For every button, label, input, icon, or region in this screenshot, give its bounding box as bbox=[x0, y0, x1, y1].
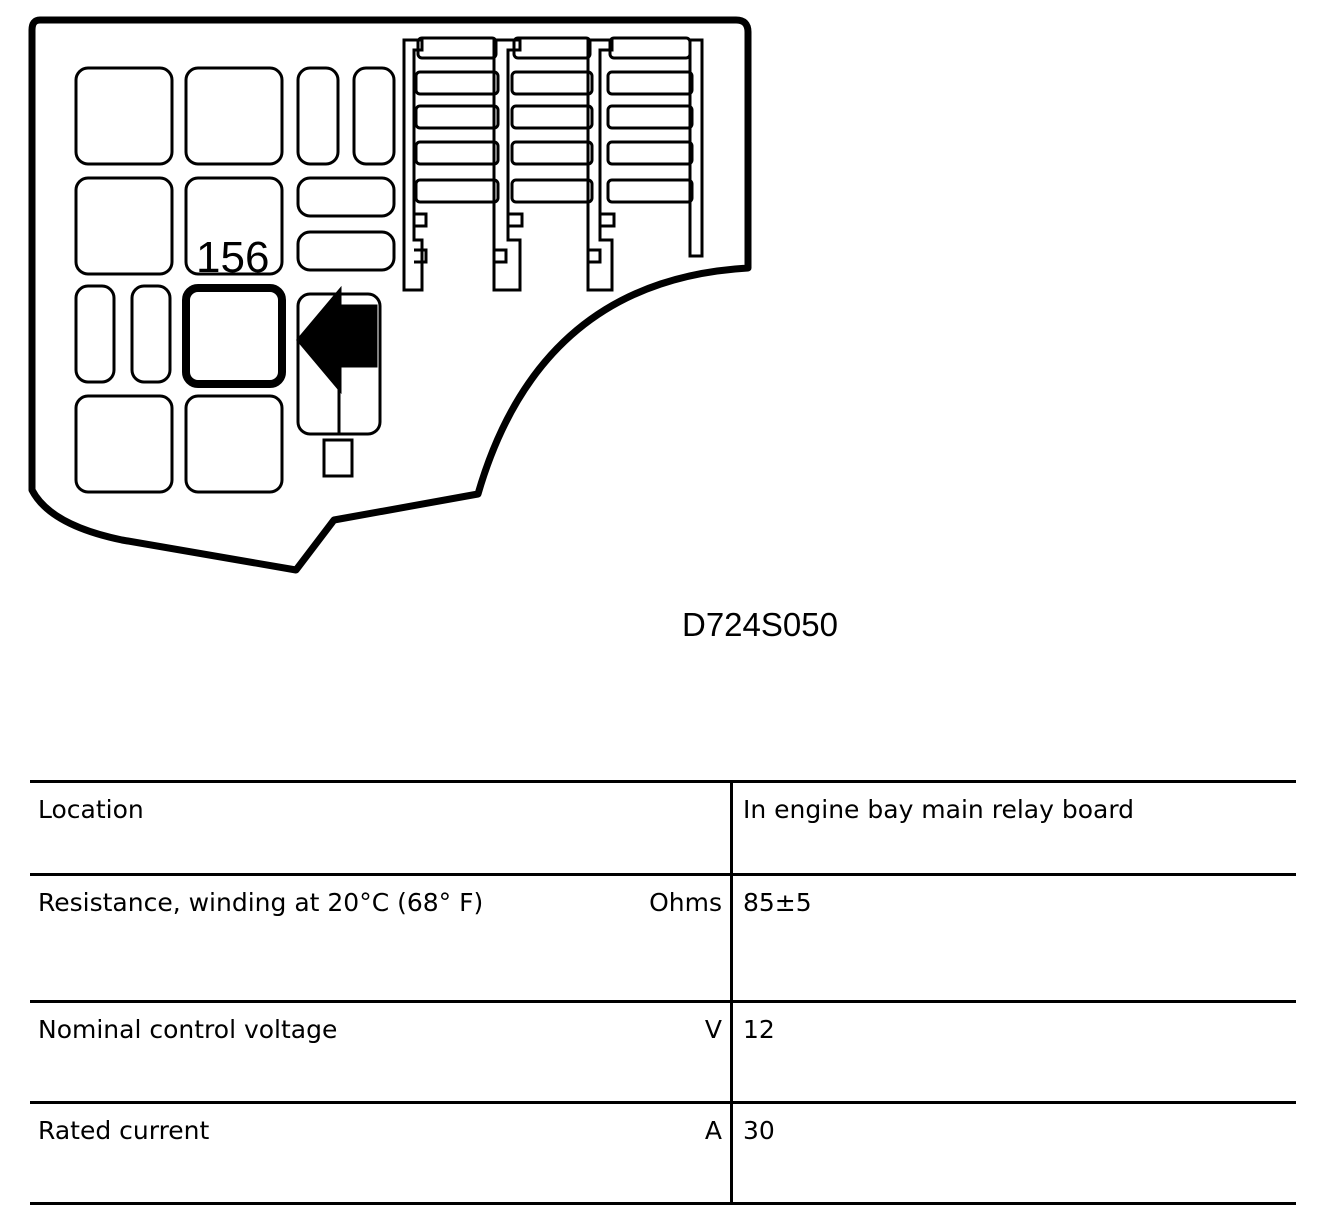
unit-cell: A bbox=[572, 1102, 733, 1205]
relay-socket bbox=[352, 66, 396, 166]
relay-callout-number: 156 bbox=[196, 233, 269, 282]
relay-socket bbox=[130, 284, 172, 384]
fuse bbox=[606, 104, 694, 130]
value-cell: 30 bbox=[731, 1102, 1296, 1205]
unit-cell bbox=[572, 780, 733, 876]
fuse bbox=[608, 36, 692, 60]
relay-spec-table: Location In engine bay main relay board … bbox=[30, 780, 1296, 1205]
relay-socket bbox=[322, 438, 354, 478]
relay-board-diagram: 156 bbox=[28, 16, 752, 574]
figure-code: D724S050 bbox=[682, 606, 838, 643]
relay-socket bbox=[296, 66, 340, 166]
fuse bbox=[510, 70, 594, 96]
fuse bbox=[416, 36, 498, 60]
table-row: Location In engine bay main relay board bbox=[30, 780, 1296, 876]
highlighted-relay bbox=[182, 284, 286, 388]
value-cell: 85±5 bbox=[731, 874, 1296, 1003]
relay-socket bbox=[184, 394, 284, 494]
relay-socket bbox=[184, 176, 284, 276]
relay-board-outline bbox=[28, 16, 752, 574]
table-row: Rated current A 30 bbox=[30, 1102, 1296, 1205]
fuse bbox=[510, 140, 594, 166]
fuse bbox=[606, 70, 694, 96]
fuse bbox=[512, 36, 592, 60]
relay-socket bbox=[74, 176, 174, 276]
table-row: Nominal control voltage V 12 bbox=[30, 1001, 1296, 1104]
fuse bbox=[606, 140, 694, 166]
relay-socket bbox=[74, 394, 174, 494]
parameter-cell: Rated current bbox=[30, 1102, 572, 1205]
fuse bbox=[510, 104, 594, 130]
parameter-cell: Location bbox=[30, 780, 572, 876]
parameter-cell: Resistance, winding at 20°C (68° F) bbox=[30, 874, 572, 1003]
relay-sockets bbox=[74, 66, 396, 494]
value-cell: 12 bbox=[731, 1001, 1296, 1104]
table-row: Resistance, winding at 20°C (68° F) Ohms… bbox=[30, 874, 1296, 1003]
fuse bbox=[414, 178, 500, 204]
relay-socket bbox=[74, 66, 174, 166]
fuse-block bbox=[402, 36, 704, 292]
fuse bbox=[414, 140, 500, 166]
fuse bbox=[510, 178, 594, 204]
left-arrow-icon bbox=[296, 285, 378, 395]
relay-socket bbox=[296, 176, 396, 218]
relay-socket bbox=[74, 284, 116, 384]
fuse bbox=[414, 104, 500, 130]
value-cell: In engine bay main relay board bbox=[731, 780, 1296, 876]
fuse bbox=[606, 178, 694, 204]
relay-socket bbox=[184, 66, 284, 166]
relay-socket bbox=[296, 230, 396, 272]
fuse bbox=[414, 70, 500, 96]
unit-cell: Ohms bbox=[572, 874, 733, 1003]
unit-cell: V bbox=[572, 1001, 733, 1104]
parameter-cell: Nominal control voltage bbox=[30, 1001, 572, 1104]
